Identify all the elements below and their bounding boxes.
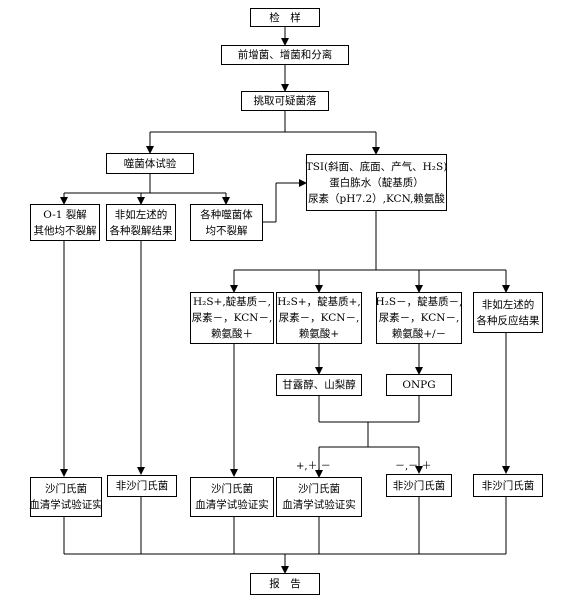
node-reaction-1: H₂S+,靛基质－, 尿素－，KCN－, 赖氨酸＋ <box>190 292 274 344</box>
node-reaction-other: 非如左述的各种反应结果 <box>473 292 543 333</box>
node-preenrichment-isolation-line-1: 前增菌、增菌和分离 <box>237 49 333 61</box>
node-result-salmonella-2-line-1: 沙门氏菌 <box>211 483 253 495</box>
node-reaction-3-line-2: 尿素－，KCN－, <box>378 312 460 324</box>
node-report-line-1: 报 告 <box>269 578 301 590</box>
node-reaction-2: H₂S+，靛基质+, 尿素－，KCN－, 赖氨酸+ <box>276 292 362 344</box>
node-reaction-3-line-3: 赖氨酸+/－ <box>391 328 447 340</box>
node-result-salmonella-1: 沙门氏菌血清学试验证实 <box>29 477 103 517</box>
node-tsi-tests: TSI(斜面、底面、产气、H₂S) 蛋白胨水（靛基质） 尿素（pH7.2）,KCN,… <box>306 154 447 211</box>
node-mannitol-sorbitol: 甘露醇、山梨醇 <box>276 374 362 396</box>
node-o1-lysis: O-1 裂解其他均不裂解 <box>30 204 100 241</box>
node-phage-test-line-1: 噬菌体试验 <box>123 157 177 170</box>
node-o1-lysis-line-1: O-1 裂解 <box>43 208 87 221</box>
node-onpg: ONPG <box>386 374 452 396</box>
node-result-salmonella-2: 沙门氏菌血清学试验证实 <box>190 477 274 517</box>
node-reaction-2-line-1: H₂S+，靛基质+, <box>277 296 361 308</box>
node-tsi-tests-line-3: 尿素（pH7.2）,KCN,赖氨酸 <box>308 192 445 205</box>
node-preenrichment-isolation: 前增菌、增菌和分离 <box>221 45 349 65</box>
node-result-salmonella-1-line-1: 沙门氏菌 <box>45 483 87 495</box>
node-onpg-line-1: ONPG <box>402 379 436 391</box>
node-result-salmonella-3-line-2: 血清学试验证实 <box>282 499 356 511</box>
node-pick-suspect-colony-line-1: 挑取可疑菌落 <box>253 95 317 107</box>
node-tsi-tests-line-2: 蛋白胨水（靛基质） <box>329 176 424 189</box>
edge-label-negative: －,－,＋ <box>395 461 432 472</box>
node-mannitol-sorbitol-line-1: 甘露醇、山梨醇 <box>282 379 356 391</box>
node-result-non-salmonella-1-line-1: 非沙门氏菌 <box>115 480 169 492</box>
node-result-non-salmonella-2-line-1: 非沙门氏菌 <box>392 479 446 492</box>
node-reaction-2-line-2: 尿素－，KCN－, <box>278 312 360 324</box>
node-no-phage-lysis-line-2: 均不裂解 <box>205 224 248 237</box>
node-other-lysis-results-line-1: 非如左述的 <box>114 208 168 221</box>
node-report: 报 告 <box>250 573 320 595</box>
node-result-non-salmonella-3-line-1: 非沙门氏菌 <box>481 479 535 492</box>
node-result-salmonella-3: 沙门氏菌血清学试验证实 <box>276 477 362 517</box>
node-o1-lysis-line-2: 其他均不裂解 <box>33 224 97 237</box>
node-result-non-salmonella-3: 非沙门氏菌 <box>473 474 543 497</box>
node-sample: 检 样 <box>250 8 320 27</box>
node-reaction-3: H₂S－，靛基质－, 尿素－，KCN－, 赖氨酸+/－ <box>376 292 462 344</box>
node-result-salmonella-3-line-1: 沙门氏菌 <box>298 483 340 495</box>
node-no-phage-lysis-line-1: 各种噬菌体 <box>200 208 253 221</box>
node-reaction-1-line-1: H₂S+,靛基质－, <box>192 296 272 308</box>
node-result-non-salmonella-2: 非沙门氏菌 <box>386 474 452 497</box>
node-tsi-tests-line-1: TSI(斜面、底面、产气、H₂S) <box>305 160 448 173</box>
node-result-salmonella-2-line-2: 血清学试验证实 <box>195 499 269 511</box>
edge-label-positive: +,＋,－ <box>296 461 331 472</box>
node-reaction-3-line-1: H₂S－，靛基质－, <box>375 296 463 308</box>
node-result-salmonella-1-line-2: 血清学试验证实 <box>29 499 103 511</box>
node-result-non-salmonella-1: 非沙门氏菌 <box>107 475 177 497</box>
node-other-lysis-results: 非如左述的各种裂解结果 <box>106 204 176 241</box>
node-reaction-2-line-3: 赖氨酸+ <box>298 328 340 340</box>
node-sample-line-1: 检 样 <box>269 11 301 24</box>
node-reaction-other-line-2: 各种反应结果 <box>476 314 540 327</box>
node-pick-suspect-colony: 挑取可疑菌落 <box>241 91 329 111</box>
node-no-phage-lysis: 各种噬菌体均不裂解 <box>190 204 263 241</box>
node-reaction-other-line-1: 非如左述的 <box>481 298 535 311</box>
node-other-lysis-results-line-2: 各种裂解结果 <box>109 224 173 237</box>
node-reaction-1-line-3: 赖氨酸＋ <box>211 328 253 340</box>
node-reaction-1-line-2: 尿素－，KCN－, <box>191 312 273 324</box>
node-phage-test: 噬菌体试验 <box>106 153 194 174</box>
